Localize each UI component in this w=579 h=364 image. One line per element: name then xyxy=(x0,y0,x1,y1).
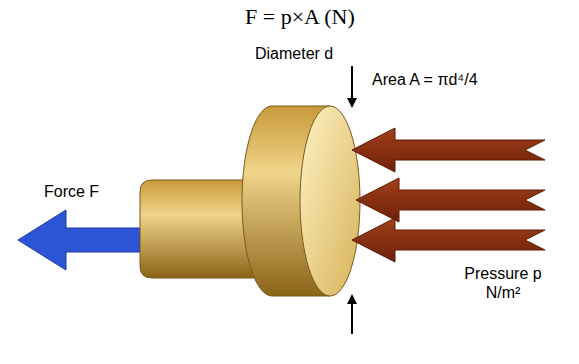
area-label: Area A = πd⁴/4 xyxy=(372,70,478,89)
piston-face xyxy=(300,106,360,296)
force-arrow xyxy=(18,210,140,270)
formula-title: F = p×A (N) xyxy=(245,4,355,30)
pressure-label: Pressure p N/m² xyxy=(448,264,558,302)
force-label: Force F xyxy=(44,182,99,201)
diameter-tick xyxy=(347,98,357,108)
diameter-tick xyxy=(347,294,357,304)
pressure-arrows xyxy=(352,128,545,262)
dimension-label: Diameter d xyxy=(255,44,333,63)
